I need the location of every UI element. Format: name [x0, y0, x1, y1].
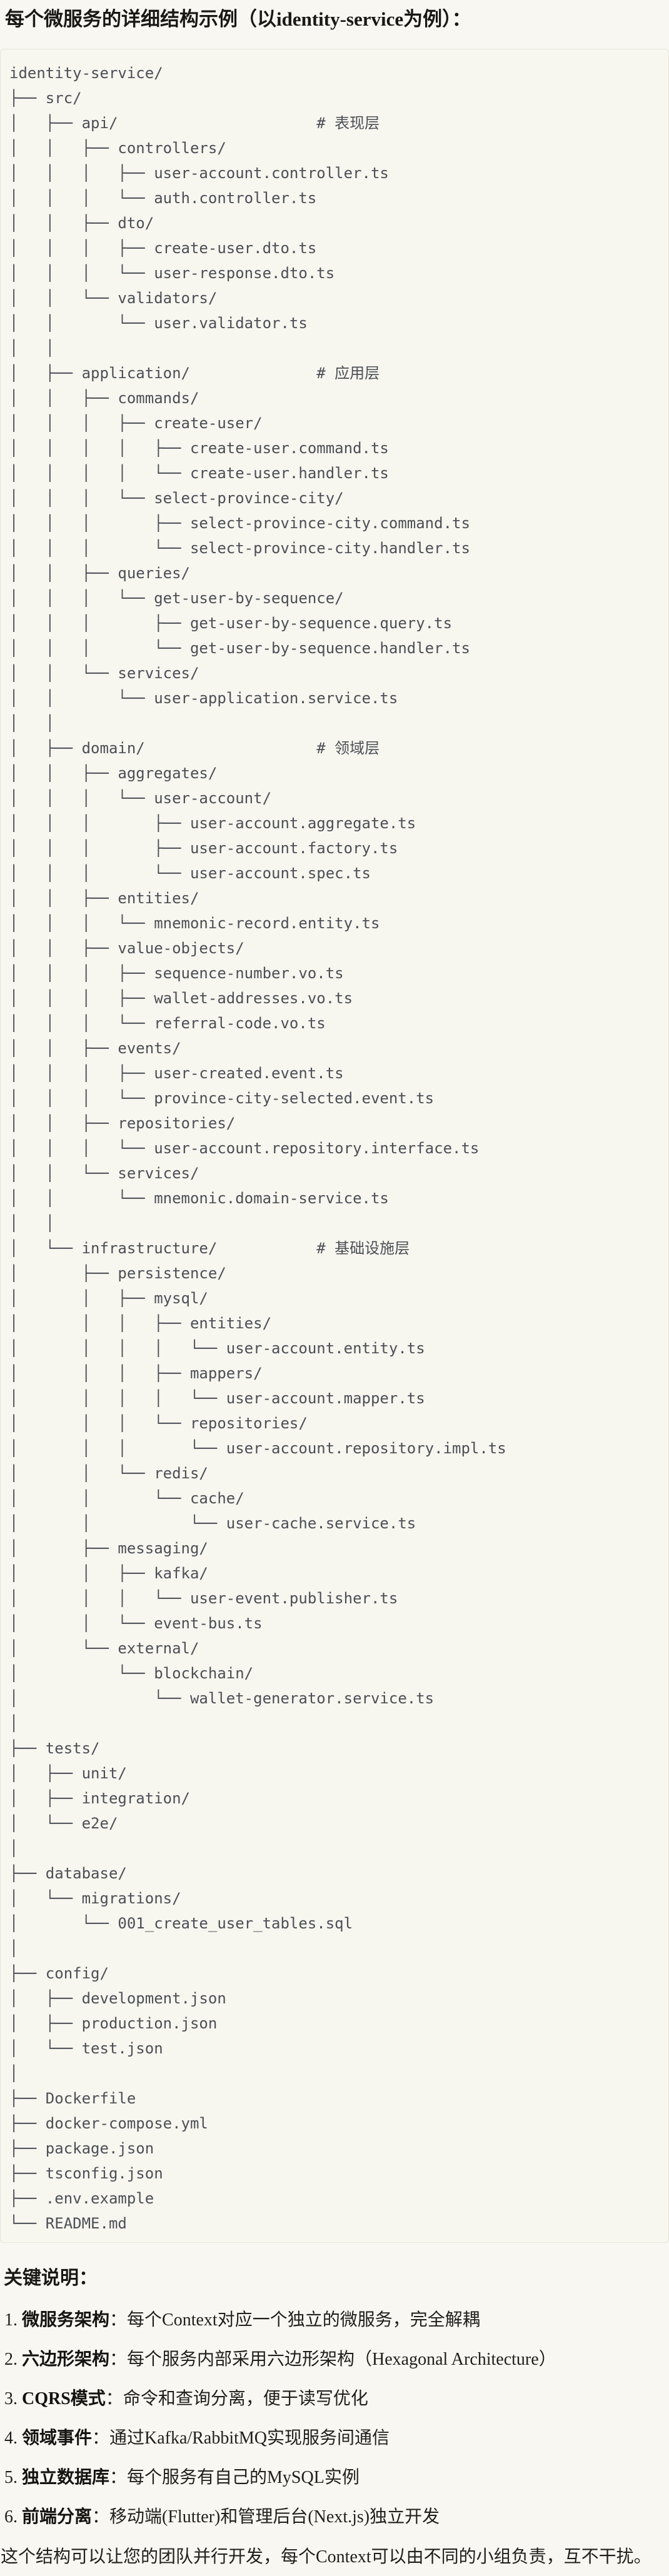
note-desc: 每个服务有自己的MySQL实例 — [127, 2467, 360, 2487]
note-term: CQRS模式 — [22, 2388, 106, 2408]
note-desc: 每个服务内部采用六边形架构（Hexagonal Architecture） — [127, 2349, 556, 2369]
note-item-cqrs: 3.CQRS模式：命令和查询分离，便于读写优化 — [4, 2387, 669, 2412]
note-separator: ： — [109, 2349, 128, 2369]
note-desc: 命令和查询分离，便于读写优化 — [123, 2388, 368, 2408]
note-desc: 每个Context对应一个独立的微服务，完全解耦 — [127, 2310, 480, 2330]
note-separator: ： — [92, 2428, 110, 2448]
note-item-hexagonal: 2.六边形架构：每个服务内部采用六边形架构（Hexagonal Architec… — [4, 2347, 669, 2372]
closing-paragraph: 这个结构可以让您的团队并行开发，每个Context可以由不同的小组负责，互不干扰… — [1, 2547, 651, 2567]
note-number: 1. — [4, 2310, 18, 2330]
notes-heading: 关键说明： — [4, 2267, 98, 2288]
note-term: 微服务架构 — [22, 2310, 110, 2330]
note-separator: ： — [109, 2310, 128, 2330]
note-desc: 通过Kafka/RabbitMQ实现服务间通信 — [109, 2428, 390, 2448]
note-separator: ： — [105, 2388, 123, 2408]
note-item-microservices: 1.微服务架构：每个Context对应一个独立的微服务，完全解耦 — [4, 2308, 669, 2333]
notes-list: 1.微服务架构：每个Context对应一个独立的微服务，完全解耦 2.六边形架构… — [0, 2308, 669, 2530]
note-item-domain-events: 4.领域事件：通过Kafka/RabbitMQ实现服务间通信 — [4, 2426, 669, 2451]
note-number: 5. — [4, 2467, 18, 2487]
code-block: identity-service/ ├── src/ │ ├── api/ # … — [0, 48, 669, 2243]
note-term: 六边形架构 — [22, 2349, 110, 2369]
note-separator: ： — [109, 2467, 128, 2487]
note-number: 3. — [4, 2388, 18, 2408]
note-term: 独立数据库 — [22, 2467, 110, 2487]
note-number: 2. — [4, 2349, 18, 2369]
page-title: 每个微服务的详细结构示例（以identity-service为例）： — [5, 8, 471, 30]
note-number: 6. — [4, 2507, 18, 2527]
note-item-frontend-separation: 6.前端分离：移动端(Flutter)和管理后台(Next.js)独立开发 — [4, 2505, 669, 2530]
note-item-independent-db: 5.独立数据库：每个服务有自己的MySQL实例 — [4, 2465, 669, 2490]
file-tree: identity-service/ ├── src/ │ ├── api/ # … — [9, 64, 506, 2232]
note-term: 领域事件 — [22, 2428, 93, 2448]
note-number: 4. — [4, 2428, 18, 2448]
note-separator: ： — [92, 2507, 110, 2527]
note-desc: 移动端(Flutter)和管理后台(Next.js)独立开发 — [109, 2507, 440, 2527]
note-term: 前端分离 — [22, 2507, 93, 2527]
